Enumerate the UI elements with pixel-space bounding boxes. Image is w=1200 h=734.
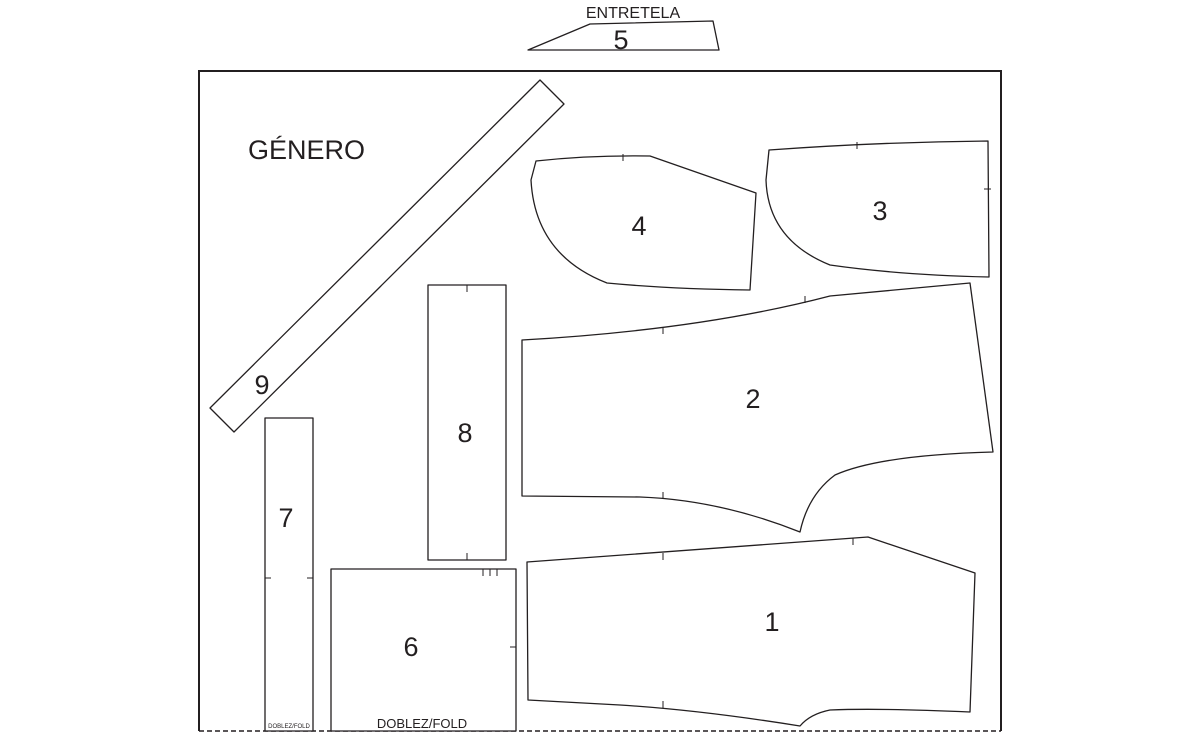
pattern-piece-8: [427, 284, 507, 561]
piece-6-number: 6: [403, 632, 418, 662]
fabric-boundary: [198, 70, 1002, 731]
pattern-piece-1: [526, 536, 976, 727]
interfacing-section: ENTRETELA 5: [527, 5, 720, 55]
pattern-piece-6-group: 6 DOBLEZ/FOLD: [330, 568, 517, 732]
pattern-piece-3-group: 3: [765, 140, 991, 278]
piece-5-number: 5: [613, 25, 628, 55]
pattern-piece-7-group: 7 DOBLEZ/FOLD: [264, 417, 314, 732]
piece-2-number: 2: [745, 384, 760, 414]
pattern-piece-6: [330, 568, 517, 732]
pattern-piece-5: [527, 20, 720, 51]
fabric-section: GÉNERO: [198, 70, 1002, 732]
piece-1-number: 1: [764, 607, 779, 637]
piece-7-number: 7: [278, 503, 293, 533]
pattern-piece-7: [264, 417, 314, 732]
pattern-piece-2: [521, 282, 994, 533]
pattern-piece-3: [765, 140, 990, 278]
pattern-piece-4: [530, 155, 757, 291]
interfacing-label: ENTRETELA: [586, 5, 681, 22]
piece-6-fold-label: DOBLEZ/FOLD: [377, 716, 467, 731]
pattern-piece-2-group: 2: [521, 282, 994, 533]
piece-9-number: 9: [254, 370, 269, 400]
fabric-label: GÉNERO: [248, 135, 365, 165]
pattern-piece-4-group: 4: [530, 154, 757, 291]
pattern-piece-1-group: 1: [526, 536, 976, 727]
piece-3-number: 3: [872, 196, 887, 226]
pattern-piece-9: [209, 79, 565, 433]
piece-4-number: 4: [631, 211, 646, 241]
piece-7-fold-label: DOBLEZ/FOLD: [268, 724, 310, 730]
piece-8-number: 8: [457, 418, 472, 448]
pattern-piece-8-group: 8: [427, 284, 507, 561]
pattern-piece-9-group: 9: [209, 79, 565, 433]
